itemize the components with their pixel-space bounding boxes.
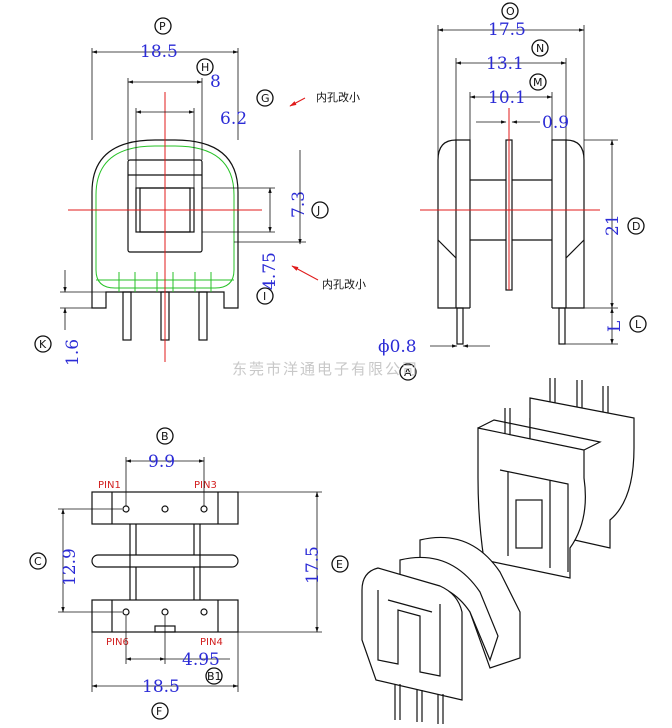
svg-text:I: I	[263, 290, 266, 303]
svg-text:O: O	[506, 5, 515, 18]
tag-g: G	[256, 89, 274, 107]
svg-text:M: M	[533, 76, 543, 89]
tag-f: F	[151, 702, 169, 720]
svg-text:A: A	[404, 366, 412, 379]
dim-f-value: 18.5	[142, 677, 180, 697]
front-view: 18.5 8 6.2 内孔改小 7.3 4.75 内孔改小 1.6 P H	[34, 17, 366, 366]
tag-e: E	[331, 555, 349, 573]
note-top: 内孔改小	[316, 90, 360, 104]
tag-d: D	[627, 217, 645, 235]
tag-c: C	[29, 552, 47, 570]
dim-a-value: ϕ0.8	[378, 337, 417, 357]
dim-e-value: 17.5	[303, 546, 323, 584]
front-inner-outline	[95, 145, 235, 289]
svg-text:E: E	[336, 558, 343, 571]
svg-text:H: H	[201, 61, 209, 74]
pin6-label: PIN6	[106, 637, 129, 648]
tag-b: B	[156, 427, 174, 445]
isometric-view-bottom	[361, 536, 521, 724]
pin3-label: PIN3	[194, 480, 217, 491]
front-body-outline	[91, 139, 239, 309]
tag-j: J	[311, 201, 329, 219]
dim-o-value: 17.5	[488, 20, 526, 40]
isometric-view-top	[477, 378, 635, 579]
side-view: 17.5 13.1 10.1 0.9 21 L ϕ0.8 O N M D L A	[378, 2, 647, 381]
tag-n: N	[531, 39, 549, 57]
dim-l-value: L	[605, 321, 625, 332]
svg-text:J: J	[316, 204, 320, 217]
tag-h: H	[196, 58, 214, 76]
tag-o: O	[501, 2, 519, 20]
svg-text:C: C	[34, 555, 42, 568]
dim-c-value: 12.9	[60, 548, 80, 586]
tag-b1: B1	[205, 667, 223, 685]
svg-text:B1: B1	[207, 670, 222, 683]
dim-b1-value: 4.95	[182, 650, 220, 670]
dim-i-value: 4.75	[260, 252, 280, 290]
dim-k-value: 1.6	[63, 339, 83, 366]
dim-j-value: 7.3	[289, 191, 309, 218]
svg-text:G: G	[261, 92, 270, 105]
svg-text:F: F	[156, 705, 162, 718]
tag-m: M	[529, 73, 547, 91]
dim-g-value: 6.2	[220, 109, 247, 129]
tag-a: A	[399, 363, 417, 381]
pin4-label: PIN4	[200, 637, 223, 648]
tag-l: L	[629, 315, 647, 333]
dim-d-value: 21	[603, 214, 623, 236]
bottom-view: PIN1 PIN3 PIN6 PIN4 9.9 12.9 17.5 4.95 1…	[29, 427, 349, 720]
tag-p: P	[154, 17, 172, 35]
dim-p-value: 18.5	[140, 42, 178, 62]
dim-n-value: 13.1	[486, 54, 524, 74]
dim-h-value: 8	[210, 72, 221, 92]
watermark-text: 东莞市洋通电子有限公司	[232, 360, 419, 378]
svg-text:N: N	[536, 42, 544, 55]
svg-text:K: K	[39, 338, 47, 351]
svg-text:L: L	[635, 318, 642, 331]
note-bottom: 内孔改小	[322, 277, 366, 291]
tag-k: K	[34, 335, 52, 353]
dim-m2-value: 0.9	[542, 113, 569, 133]
svg-text:B: B	[161, 430, 169, 443]
dim-m-value: 10.1	[488, 88, 526, 108]
pin1-label: PIN1	[98, 480, 121, 491]
tag-i: I	[256, 287, 274, 305]
svg-text:P: P	[159, 20, 166, 33]
dim-b-value: 9.9	[148, 452, 175, 472]
svg-text:D: D	[632, 220, 640, 233]
